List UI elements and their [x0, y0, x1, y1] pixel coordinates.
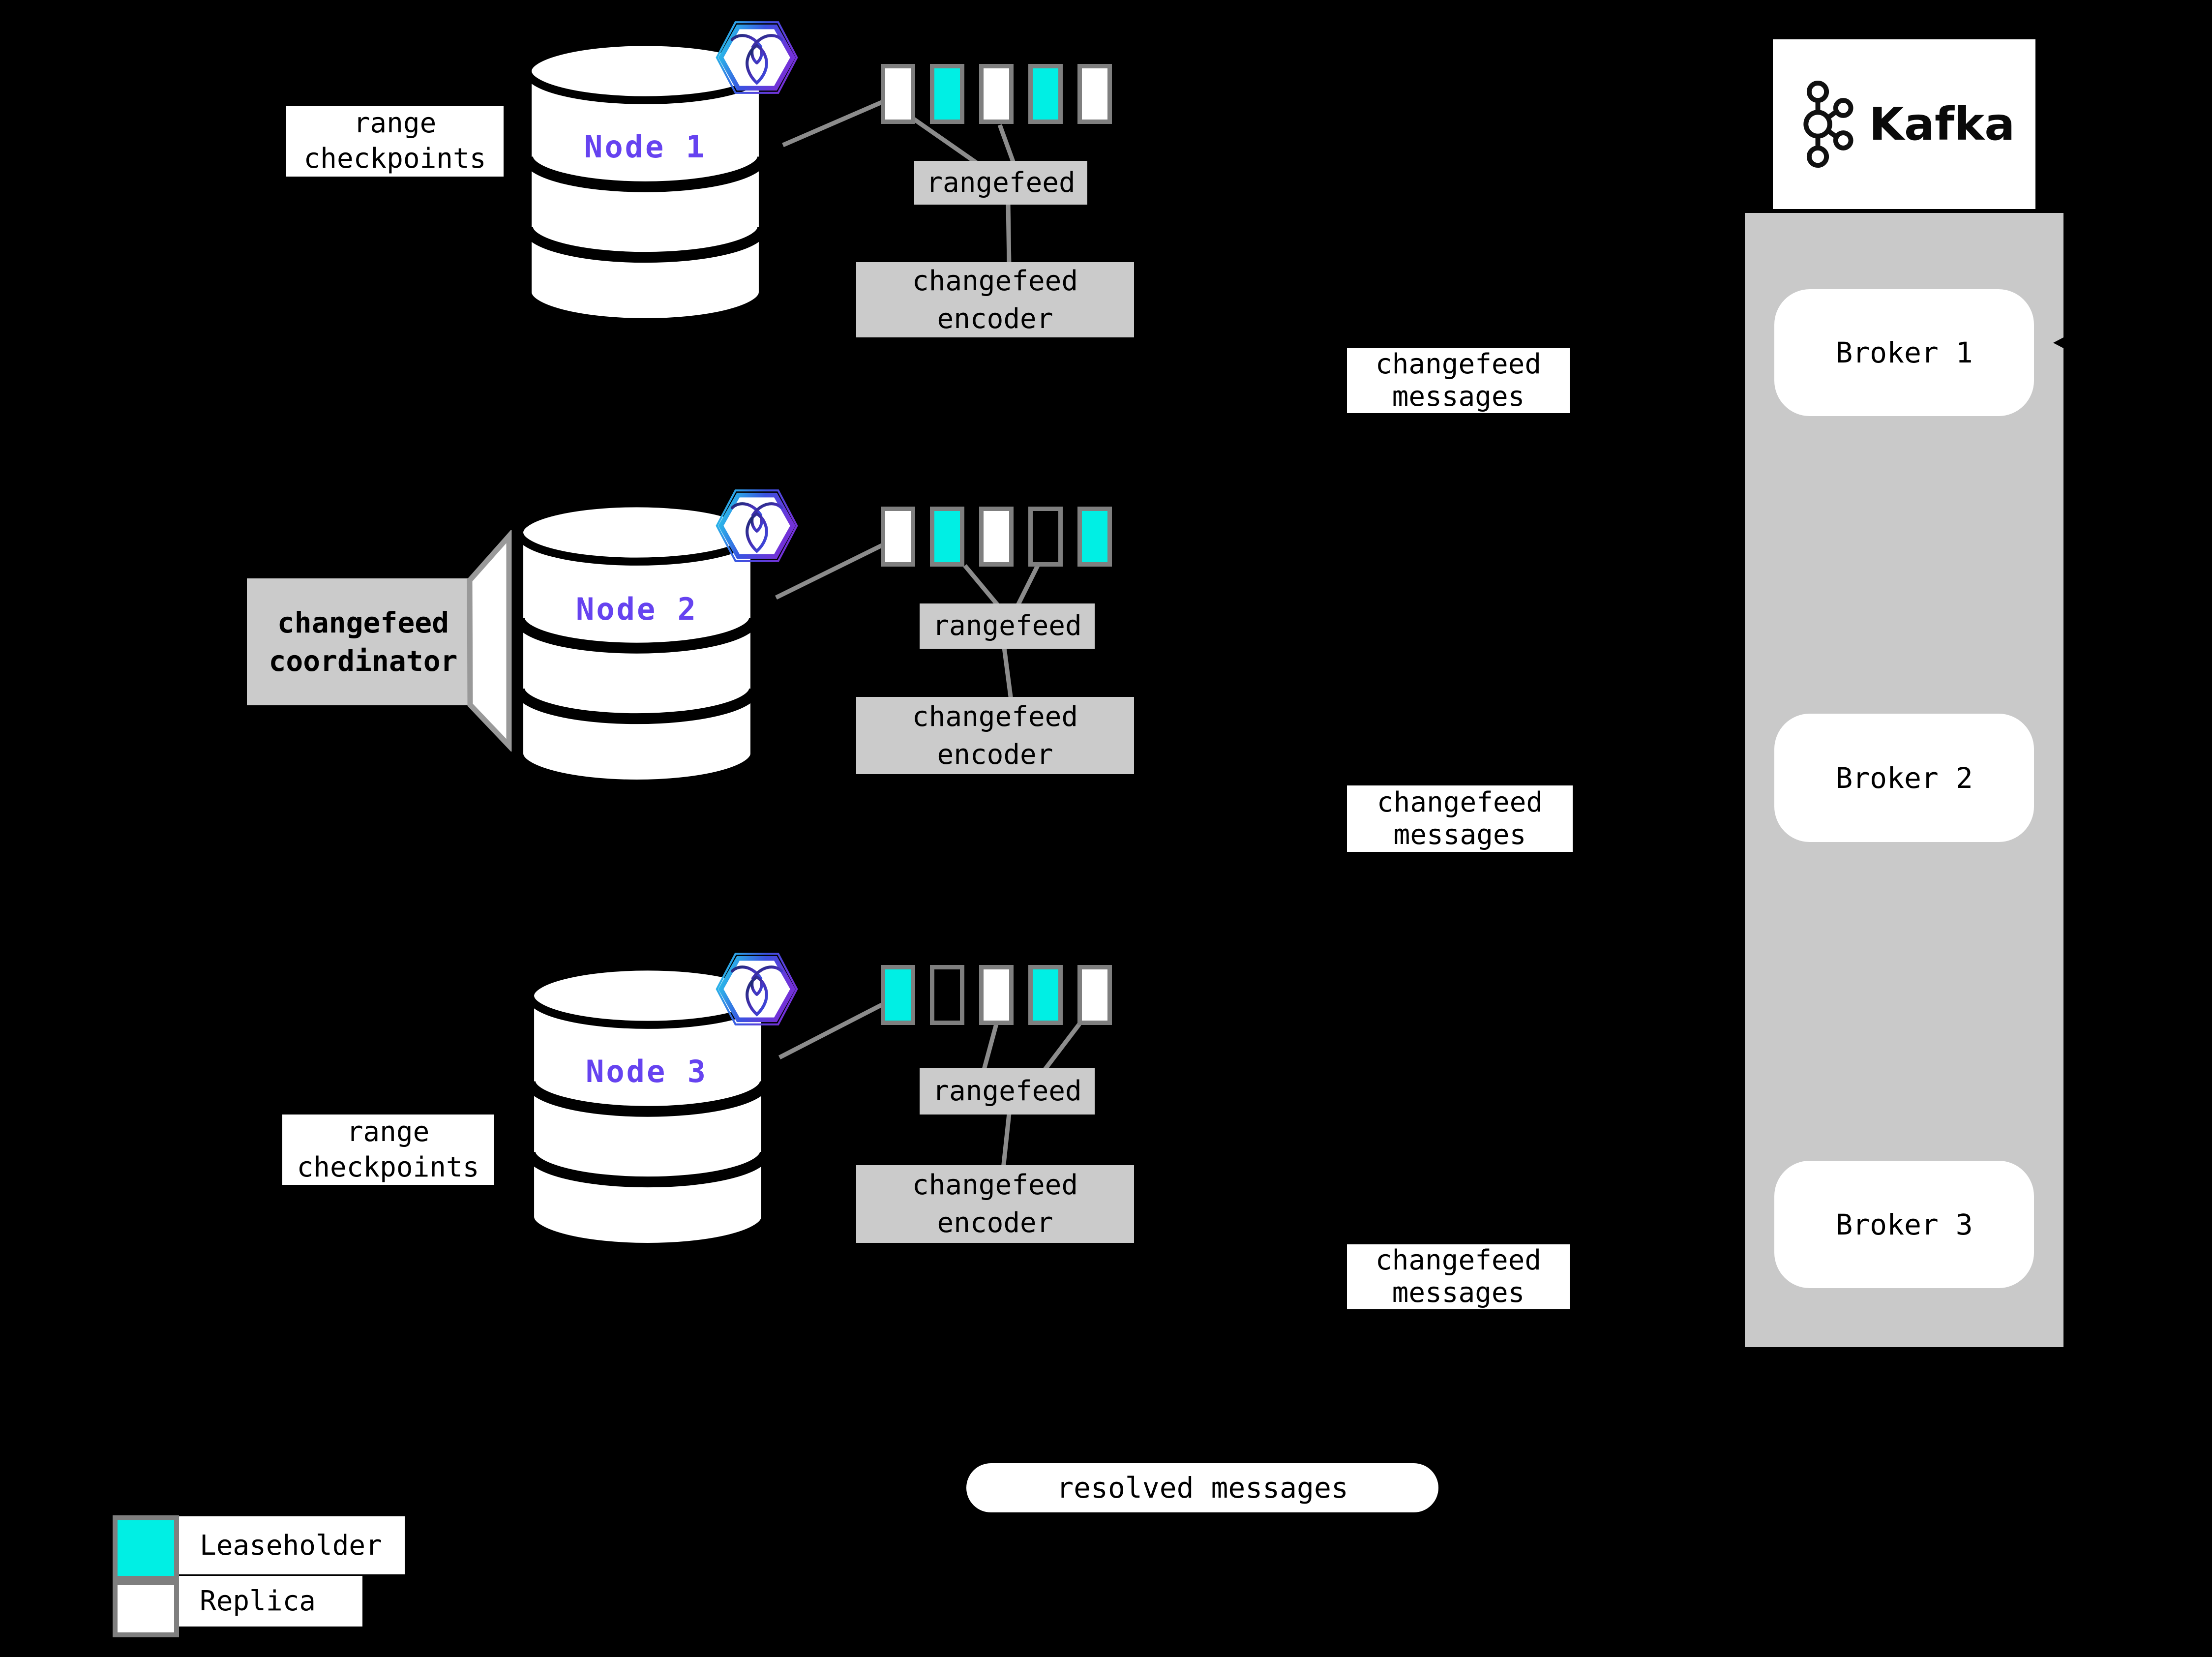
rangefeed-label: rangefeed [914, 161, 1087, 205]
range-square [1028, 965, 1063, 1025]
range-square [979, 965, 1014, 1025]
node-2-label: Node 2 [576, 591, 698, 627]
legend-leaseholder-label: Leaseholder [179, 1516, 405, 1574]
range-square [979, 507, 1014, 567]
range-square [930, 64, 964, 124]
broker-3: Broker 3 [1774, 1161, 2034, 1288]
kafka-header: Kafka [1773, 39, 2035, 209]
rangefeed-label: rangefeed [920, 1068, 1095, 1115]
changefeed-messages-label: changefeed messages [1347, 348, 1570, 413]
legend-replica-label: Replica [179, 1576, 362, 1627]
broker-2: Broker 2 [1774, 714, 2034, 842]
node-2-range-squares [881, 507, 1112, 567]
legend-leaseholder-swatch [113, 1515, 179, 1581]
range-square [930, 507, 964, 567]
range-square [930, 965, 964, 1025]
range-square [881, 507, 915, 567]
range-square [881, 965, 915, 1025]
range-square [1077, 507, 1112, 567]
broker-1: Broker 1 [1774, 289, 2034, 416]
changefeed-encoder-label: changefeed encoder [856, 697, 1134, 774]
range-square [1077, 965, 1112, 1025]
range-square [881, 64, 915, 124]
changefeed-encoder-label: changefeed encoder [856, 1165, 1134, 1243]
cockroachdb-logo-icon [716, 20, 798, 95]
changefeed-messages-label: changefeed messages [1347, 1244, 1570, 1309]
cockroachdb-logo-icon [716, 951, 798, 1027]
node-3-range-squares [881, 965, 1112, 1025]
range-square [1077, 64, 1112, 124]
changefeed-messages-label: changefeed messages [1347, 785, 1573, 852]
changefeed-encoder-label: changefeed encoder [856, 262, 1134, 337]
cockroachdb-logo-icon [716, 488, 798, 564]
rangefeed-label: rangefeed [920, 603, 1095, 649]
resolved-messages-label: resolved messages [966, 1463, 1438, 1512]
legend-replica-swatch [113, 1580, 179, 1637]
coordinator-flag-icon [467, 530, 512, 752]
range-square [1028, 507, 1063, 567]
changefeed-coordinator-label: changefeed coordinator [247, 578, 479, 705]
kafka-title: Kafka [1869, 98, 2015, 151]
kafka-logo-icon [1794, 78, 1858, 170]
range-checkpoints-label: range checkpoints [282, 1115, 494, 1185]
range-checkpoints-label: range checkpoints [286, 106, 504, 177]
range-square [1028, 64, 1063, 124]
node-3-label: Node 3 [586, 1054, 708, 1089]
range-square [979, 64, 1014, 124]
node-1-range-squares [881, 64, 1112, 124]
node-1-label: Node 1 [584, 129, 706, 165]
